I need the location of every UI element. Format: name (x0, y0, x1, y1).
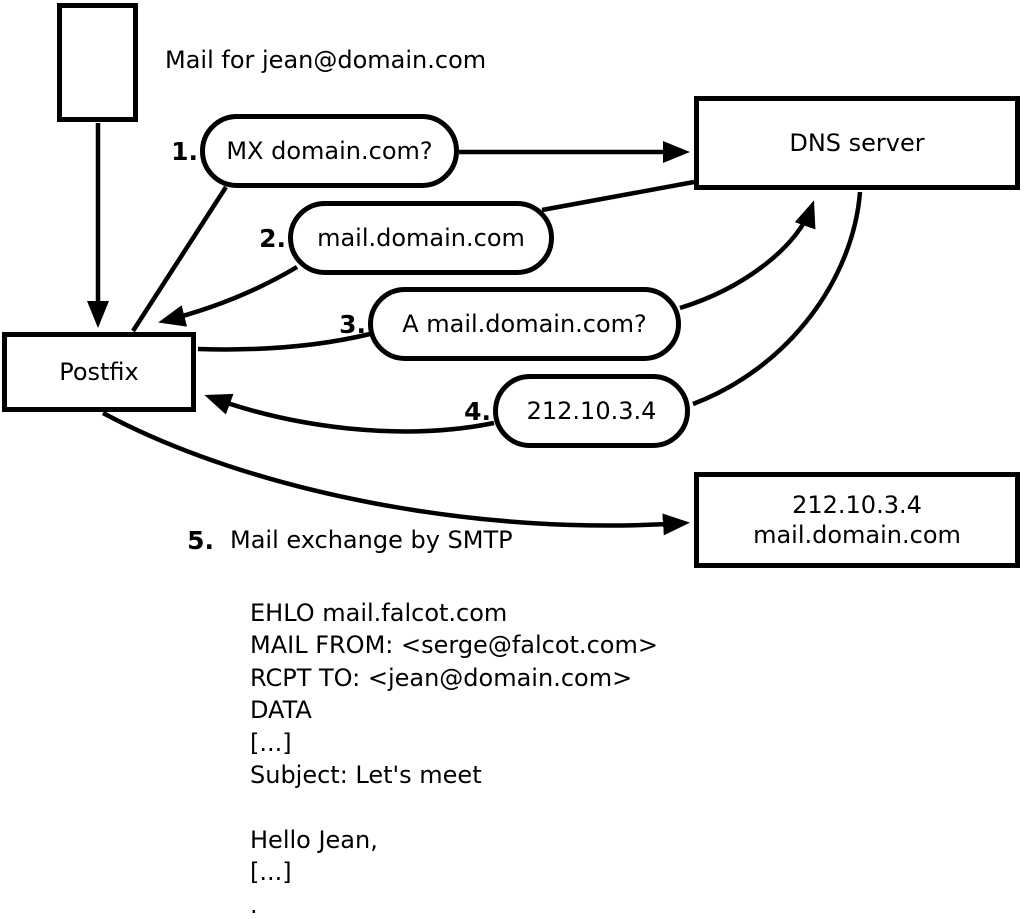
postfix-label: Postfix (59, 358, 139, 386)
mail-server-ip: 212.10.3.4 (792, 491, 922, 519)
reply2-label: mail.domain.com (317, 224, 525, 252)
step2-number: 2. (259, 224, 286, 253)
dns-server-label: DNS server (789, 129, 925, 157)
smtp-line-blank (250, 791, 658, 823)
postfix-node: Postfix (2, 332, 196, 412)
query3-pill: A mail.domain.com? (368, 287, 681, 361)
line-dns-to-reply4-icon (692, 191, 863, 407)
line-postfix-to-query1-icon (131, 185, 228, 333)
mail-server-node: 212.10.3.4 mail.domain.com (694, 472, 1020, 568)
smtp-line: EHLO mail.falcot.com (250, 599, 508, 627)
smtp-line: RCPT TO: <jean@domain.com> (250, 663, 633, 692)
step5-number: 5. (187, 526, 214, 555)
reply2-pill: mail.domain.com (288, 201, 554, 275)
query1-label: MX domain.com? (226, 137, 433, 165)
step3-number: 3. (339, 310, 366, 339)
reply4-pill: 212.10.3.4 (493, 374, 690, 448)
reply4-label: 212.10.3.4 (526, 397, 657, 425)
arrow-smtp-to-mailserver-icon (101, 411, 690, 536)
smtp-line: . (250, 890, 258, 919)
smtp-line: DATA (250, 696, 312, 725)
line-postfix-to-query3-icon (197, 331, 371, 352)
smtp-line: MAIL FROM: <serge@falcot.com> (250, 631, 658, 660)
mail-for-caption: Mail for jean@domain.com (165, 46, 487, 74)
smtp-line: [...] (250, 728, 292, 757)
dns-server-node: DNS server (694, 96, 1020, 190)
step4-number: 4. (464, 397, 491, 426)
mail-server-label: 212.10.3.4 mail.domain.com (753, 490, 961, 550)
query3-label: A mail.domain.com? (402, 310, 647, 338)
line-dns-to-reply2-icon (541, 179, 695, 213)
smtp-line: [...] (250, 858, 292, 887)
arrow-reply2-to-postfix-icon (158, 265, 299, 327)
arrow-query3-to-dns-icon (679, 200, 816, 311)
query1-pill: MX domain.com? (200, 114, 459, 188)
arrow-reply4-to-postfix-icon (204, 393, 495, 434)
mail-message-node (57, 3, 138, 122)
smtp-transcript: EHLO mail.falcot.com MAIL FROM: <serge@f… (250, 597, 658, 919)
step1-number: 1. (171, 137, 198, 166)
smtp-line: Subject: Let's meet (250, 760, 482, 789)
mail-server-hostname: mail.domain.com (753, 521, 961, 549)
step5-label: Mail exchange by SMTP (230, 526, 513, 554)
smtp-line: Hello Jean, (250, 825, 378, 854)
